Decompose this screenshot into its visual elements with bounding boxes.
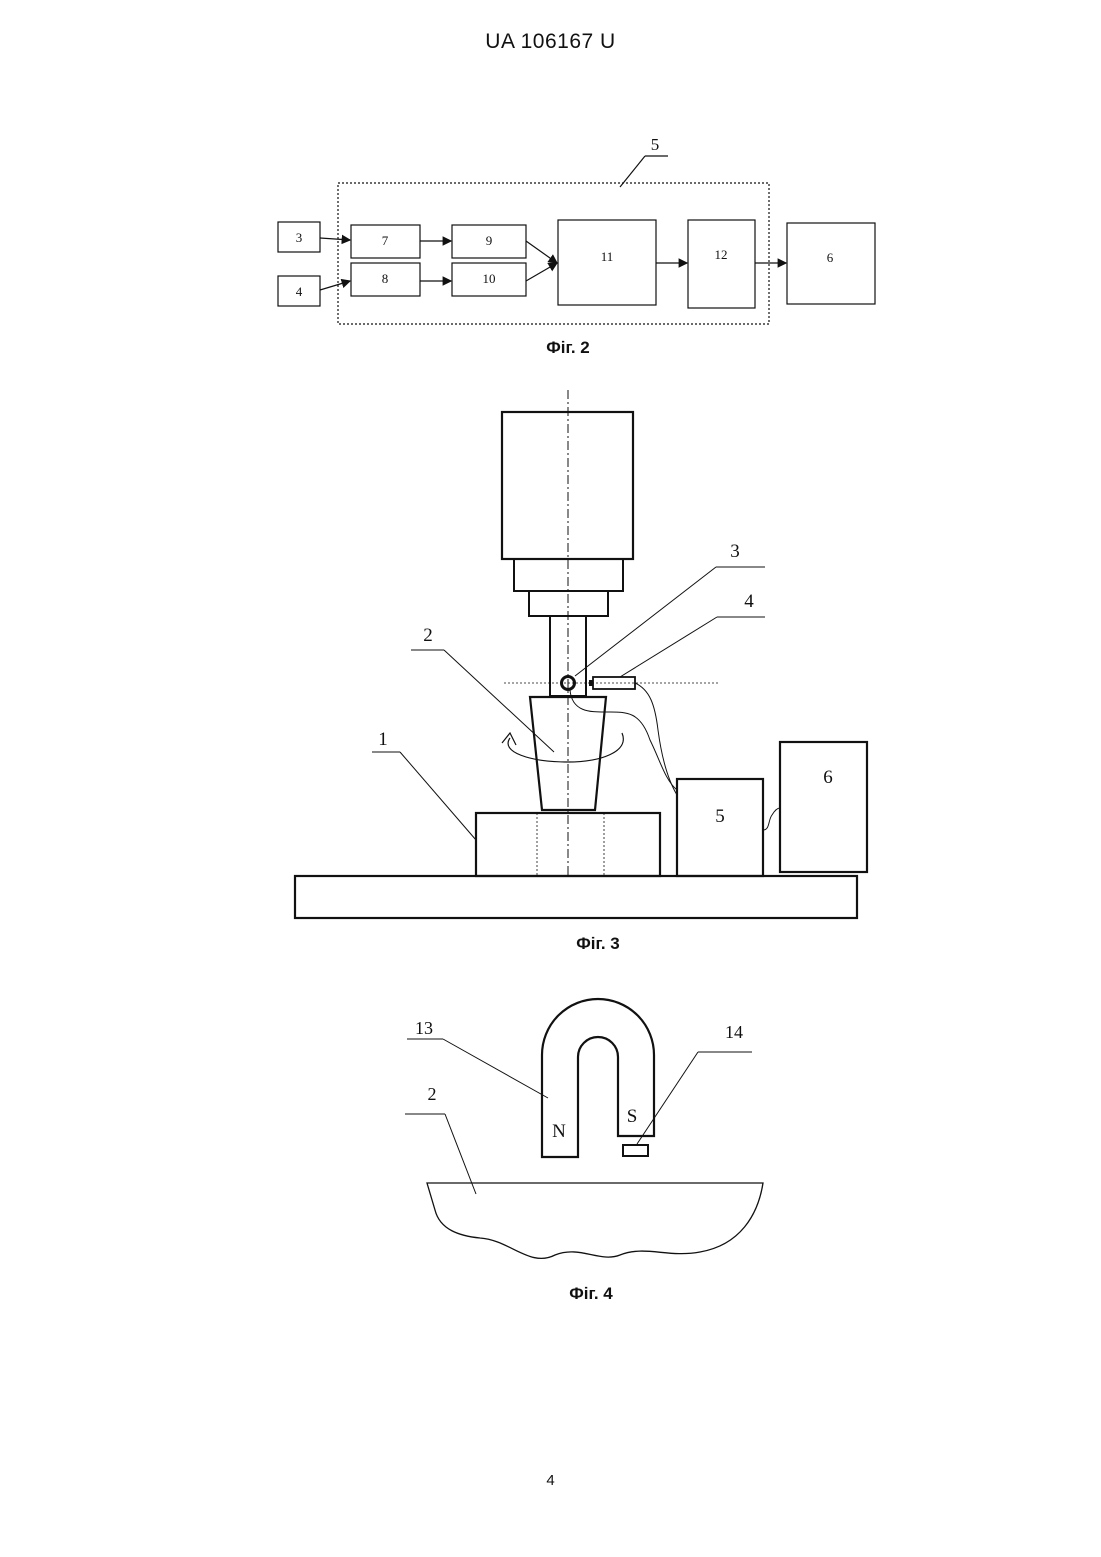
fig2-label-b9: 9: [486, 233, 493, 248]
fig3-label-4: 4: [744, 591, 754, 612]
fig2-arrow-4-8: [320, 281, 350, 290]
fig3-label-2: 2: [423, 625, 433, 646]
fig3-label-1: 1: [378, 729, 388, 750]
magnet-pole-north: N: [552, 1121, 566, 1142]
display-unit-6: [780, 742, 867, 872]
fig2-label-5: 5: [651, 135, 660, 154]
fig2-label-b8: 8: [382, 271, 389, 286]
fig3-apparatus: [295, 390, 867, 918]
machine-base: [295, 876, 857, 918]
fig2-arrow-3-7: [320, 238, 350, 240]
fig2-leader-5: [620, 156, 645, 187]
fig3-label-5: 5: [715, 806, 725, 827]
fig2-label-b12: 12: [715, 247, 728, 262]
fig3-label-3: 3: [730, 541, 740, 562]
fig3-labels: 1 2 3 4 5 6 Фіг. 3: [378, 541, 833, 953]
rotation-arrow: [508, 733, 623, 762]
fig2-caption: Фіг. 2: [546, 338, 590, 357]
workpiece-2: [427, 1183, 763, 1258]
leader-3: [575, 567, 716, 676]
fig4-label-14: 14: [725, 1022, 743, 1042]
fig2-block-12: [688, 220, 755, 308]
fig2-dashed-boundary: [338, 183, 769, 324]
cable-5-6: [763, 808, 780, 830]
fig2-block-diagram: [278, 156, 875, 324]
fig2-label-b11: 11: [601, 249, 614, 264]
fig3-caption: Фіг. 3: [576, 934, 620, 953]
leader-4: [620, 617, 717, 677]
fig2-label-b4: 4: [296, 284, 303, 299]
fig4-label-2: 2: [428, 1084, 437, 1104]
fig4-label-13: 13: [415, 1018, 433, 1038]
fig2-arrow-9-11: [526, 241, 557, 263]
fig2-label-b3: 3: [296, 230, 303, 245]
sensor-14: [623, 1145, 648, 1156]
spindle-motor-housing: [502, 412, 633, 559]
magnet-pole-south: S: [627, 1106, 638, 1127]
page-number: 4: [0, 1472, 1101, 1489]
fig3-label-6: 6: [823, 767, 833, 788]
fig2-arrow-10-11: [526, 263, 557, 281]
fig4-caption: Фіг. 4: [569, 1284, 613, 1303]
fig2-label-b6: 6: [827, 250, 834, 265]
fig4-magnet: [405, 999, 763, 1258]
fig2-label-b10: 10: [483, 271, 496, 286]
cable-sensor4: [635, 683, 677, 795]
fig2-label-b7: 7: [382, 233, 389, 248]
processing-unit-5: [677, 779, 763, 876]
